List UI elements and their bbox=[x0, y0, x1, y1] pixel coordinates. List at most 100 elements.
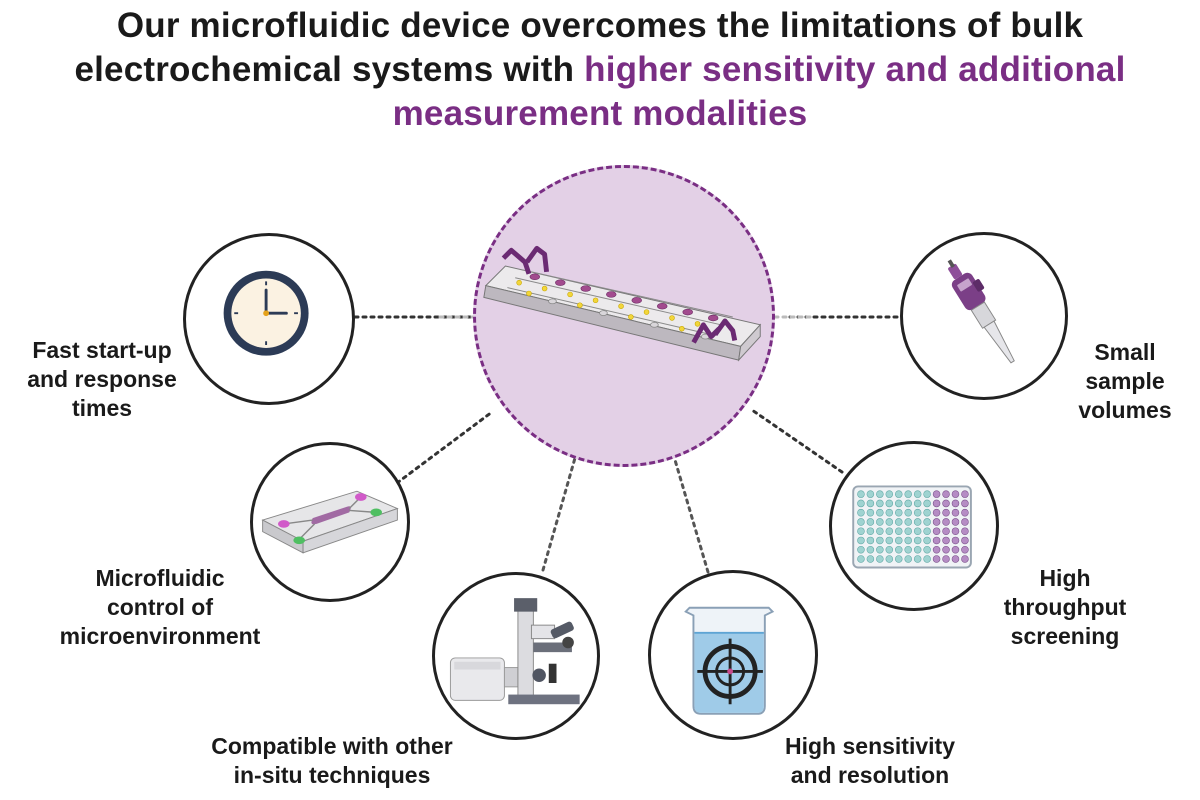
label-volume-line: volumes bbox=[1078, 397, 1172, 423]
label-fast: Fast start-up and response times bbox=[12, 336, 192, 423]
well bbox=[866, 536, 875, 545]
beaker-target-icon bbox=[684, 606, 775, 715]
connector-microfluidic bbox=[395, 410, 494, 485]
well bbox=[951, 508, 960, 517]
well bbox=[904, 555, 912, 563]
well bbox=[942, 490, 950, 498]
well bbox=[961, 527, 969, 535]
label-throughput: High throughput screening bbox=[985, 564, 1145, 651]
well bbox=[885, 508, 894, 517]
label-microfluidic-line: control of bbox=[106, 594, 214, 620]
microfluidic-chip-icon bbox=[483, 245, 762, 362]
well bbox=[913, 518, 922, 526]
clock-icon bbox=[223, 270, 309, 356]
well bbox=[961, 499, 969, 508]
well bbox=[894, 518, 903, 526]
well bbox=[951, 536, 960, 545]
well bbox=[885, 555, 894, 563]
well bbox=[932, 545, 941, 554]
well bbox=[885, 499, 894, 508]
feature-circle-volume bbox=[900, 232, 1068, 400]
well bbox=[866, 518, 875, 526]
well bbox=[942, 499, 950, 508]
connector-sensitivity bbox=[673, 458, 710, 574]
label-throughput-line: throughput bbox=[1003, 594, 1127, 620]
connector-insitu bbox=[541, 456, 577, 572]
well bbox=[857, 545, 865, 554]
feature-circle-insitu bbox=[432, 572, 600, 740]
well bbox=[866, 490, 875, 498]
well bbox=[894, 536, 903, 545]
well bbox=[866, 527, 875, 535]
well bbox=[913, 490, 922, 498]
well bbox=[951, 490, 960, 498]
label-volume: Small sample volumes bbox=[1050, 338, 1200, 425]
label-fast-line: times bbox=[71, 395, 133, 421]
well bbox=[923, 518, 931, 526]
label-volume-line: sample bbox=[1085, 368, 1165, 394]
well bbox=[876, 555, 884, 563]
feature-circle-fast bbox=[183, 233, 355, 405]
well bbox=[961, 490, 969, 498]
connector-throughput bbox=[750, 408, 844, 474]
well bbox=[866, 545, 875, 554]
well bbox=[857, 508, 865, 517]
well bbox=[942, 518, 950, 526]
well bbox=[923, 490, 931, 498]
well bbox=[894, 555, 903, 563]
well bbox=[951, 518, 960, 526]
well bbox=[932, 527, 941, 535]
well bbox=[876, 527, 884, 535]
well bbox=[894, 490, 903, 498]
well bbox=[932, 490, 941, 498]
well bbox=[913, 527, 922, 535]
well bbox=[961, 508, 969, 517]
microfluidic-channel-icon bbox=[261, 490, 399, 554]
label-sensitivity-line: High sensitivity bbox=[785, 733, 955, 759]
well bbox=[951, 545, 960, 554]
well bbox=[904, 499, 912, 508]
well bbox=[885, 490, 894, 498]
well bbox=[942, 545, 950, 554]
well bbox=[951, 555, 960, 563]
well bbox=[932, 508, 941, 517]
well bbox=[942, 536, 950, 545]
well bbox=[942, 508, 950, 517]
well bbox=[961, 518, 969, 526]
label-sensitivity: High sensitivity and resolution bbox=[760, 732, 980, 790]
well bbox=[942, 527, 950, 535]
well bbox=[951, 499, 960, 508]
well bbox=[857, 499, 865, 508]
label-insitu-line: Compatible with other bbox=[211, 733, 453, 759]
well bbox=[942, 555, 950, 563]
well bbox=[904, 536, 912, 545]
well bbox=[923, 555, 931, 563]
well bbox=[923, 536, 931, 545]
microscope-icon bbox=[449, 598, 580, 705]
well bbox=[961, 555, 969, 563]
well bbox=[857, 490, 865, 498]
label-insitu-line: in-situ techniques bbox=[233, 762, 431, 788]
label-microfluidic-line: microenvironment bbox=[59, 623, 261, 649]
well bbox=[857, 536, 865, 545]
well bbox=[894, 508, 903, 517]
well bbox=[876, 536, 884, 545]
well bbox=[932, 499, 941, 508]
label-fast-line: and response bbox=[27, 366, 177, 392]
well bbox=[923, 527, 931, 535]
feature-circle-microfluidic bbox=[250, 442, 410, 602]
well bbox=[876, 518, 884, 526]
title-line-2-highlight: higher sensitivity and additional bbox=[584, 50, 1126, 89]
label-microfluidic-line: Microfluidic bbox=[95, 565, 225, 591]
label-insitu: Compatible with other in-situ techniques bbox=[182, 732, 482, 790]
pipette-icon bbox=[947, 259, 1015, 364]
feature-circle-sensitivity bbox=[648, 570, 818, 740]
title-line-1: Our microfluidic device overcomes the li… bbox=[116, 6, 1084, 45]
label-throughput-line: screening bbox=[1010, 623, 1120, 649]
label-sensitivity-line: and resolution bbox=[790, 762, 950, 788]
title-line-2-plain: electrochemical systems with bbox=[74, 50, 585, 89]
label-microfluidic: Microfluidic control of microenvironment bbox=[45, 564, 275, 651]
well bbox=[923, 499, 931, 508]
well bbox=[951, 527, 960, 535]
